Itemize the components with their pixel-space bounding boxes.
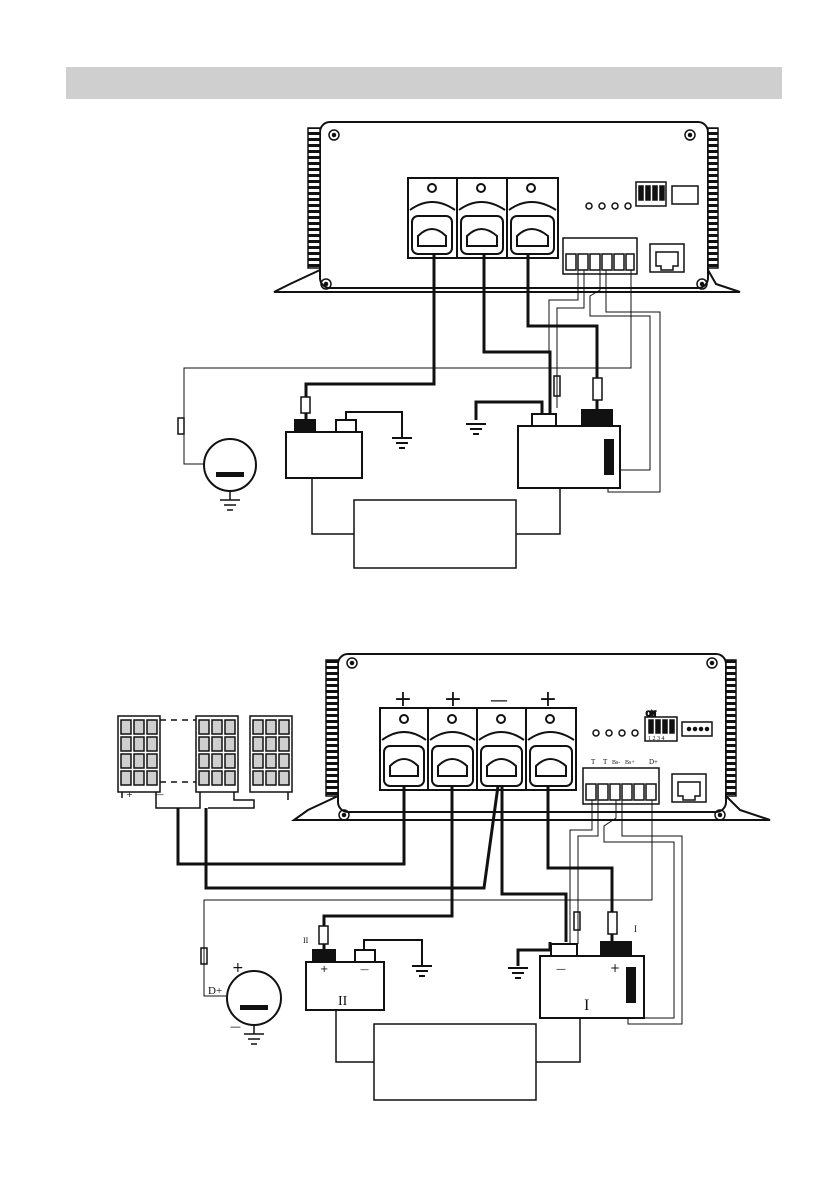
power-terminal-block-top [408, 178, 558, 258]
signal-label-t2: T [603, 758, 608, 766]
ground-center-bottom [508, 968, 528, 978]
signal-label-t1: T [591, 758, 596, 766]
panel-plus-label: + [126, 790, 133, 799]
fuse-i-label: I [634, 924, 637, 934]
signal-label-bs-minus: Bs- [612, 760, 620, 766]
solar-panels [118, 716, 292, 808]
status-leds-top [586, 203, 631, 209]
load-box-bottom [336, 1010, 580, 1100]
status-leds-bottom [593, 730, 638, 736]
solar-panel-1 [118, 716, 160, 792]
diagram-top [178, 122, 740, 568]
alternator-d-plus-label: D+ [208, 985, 222, 997]
alternator-minus-label: — [230, 1020, 241, 1033]
alternator-top [204, 439, 256, 510]
diagram-bottom: + + — + ON 1 2 3 4 T [118, 654, 770, 1100]
battery-ii [306, 940, 432, 1010]
load-box-top [312, 478, 560, 568]
dip-numbers: 1 2 3 4 [648, 736, 665, 742]
battery-i [540, 942, 644, 1018]
rj-port-top [650, 244, 684, 272]
battery-left-top [286, 412, 412, 478]
mount-screws-top [321, 130, 707, 289]
mount-screws-bottom [339, 658, 725, 820]
battery-ii-minus: — [360, 965, 369, 975]
solar-panel-3 [250, 716, 292, 792]
dip-switch-bottom: ON 1 2 3 4 [645, 710, 712, 742]
alternator-plus-label: + [232, 960, 244, 976]
signal-labels-bottom: T T Bs- Bs+ D+ [591, 758, 658, 766]
signal-label-d-plus: D+ [649, 758, 658, 766]
battery-i-label: I [584, 997, 589, 1014]
signal-label-bs-plus: Bs+ [625, 760, 635, 766]
battery-ii-label: II [338, 994, 348, 1009]
alternator-bottom [227, 971, 281, 1044]
battery-i-plus: + [610, 961, 620, 975]
panel-minus-label: — [156, 790, 164, 799]
signal-terminal-bottom [583, 768, 659, 804]
solar-panel-2 [196, 716, 238, 792]
fuse-ii-label: II [303, 936, 309, 945]
battery-ii-plus: + [320, 964, 328, 975]
battery-right-top [518, 410, 620, 488]
battery-i-minus: — [556, 964, 566, 975]
rj-port-bottom [672, 774, 706, 802]
ground-center-top [466, 424, 486, 434]
dip-switch-top [636, 182, 698, 206]
signal-terminal-top [563, 238, 637, 274]
power-terminal-block-bottom [380, 708, 576, 790]
